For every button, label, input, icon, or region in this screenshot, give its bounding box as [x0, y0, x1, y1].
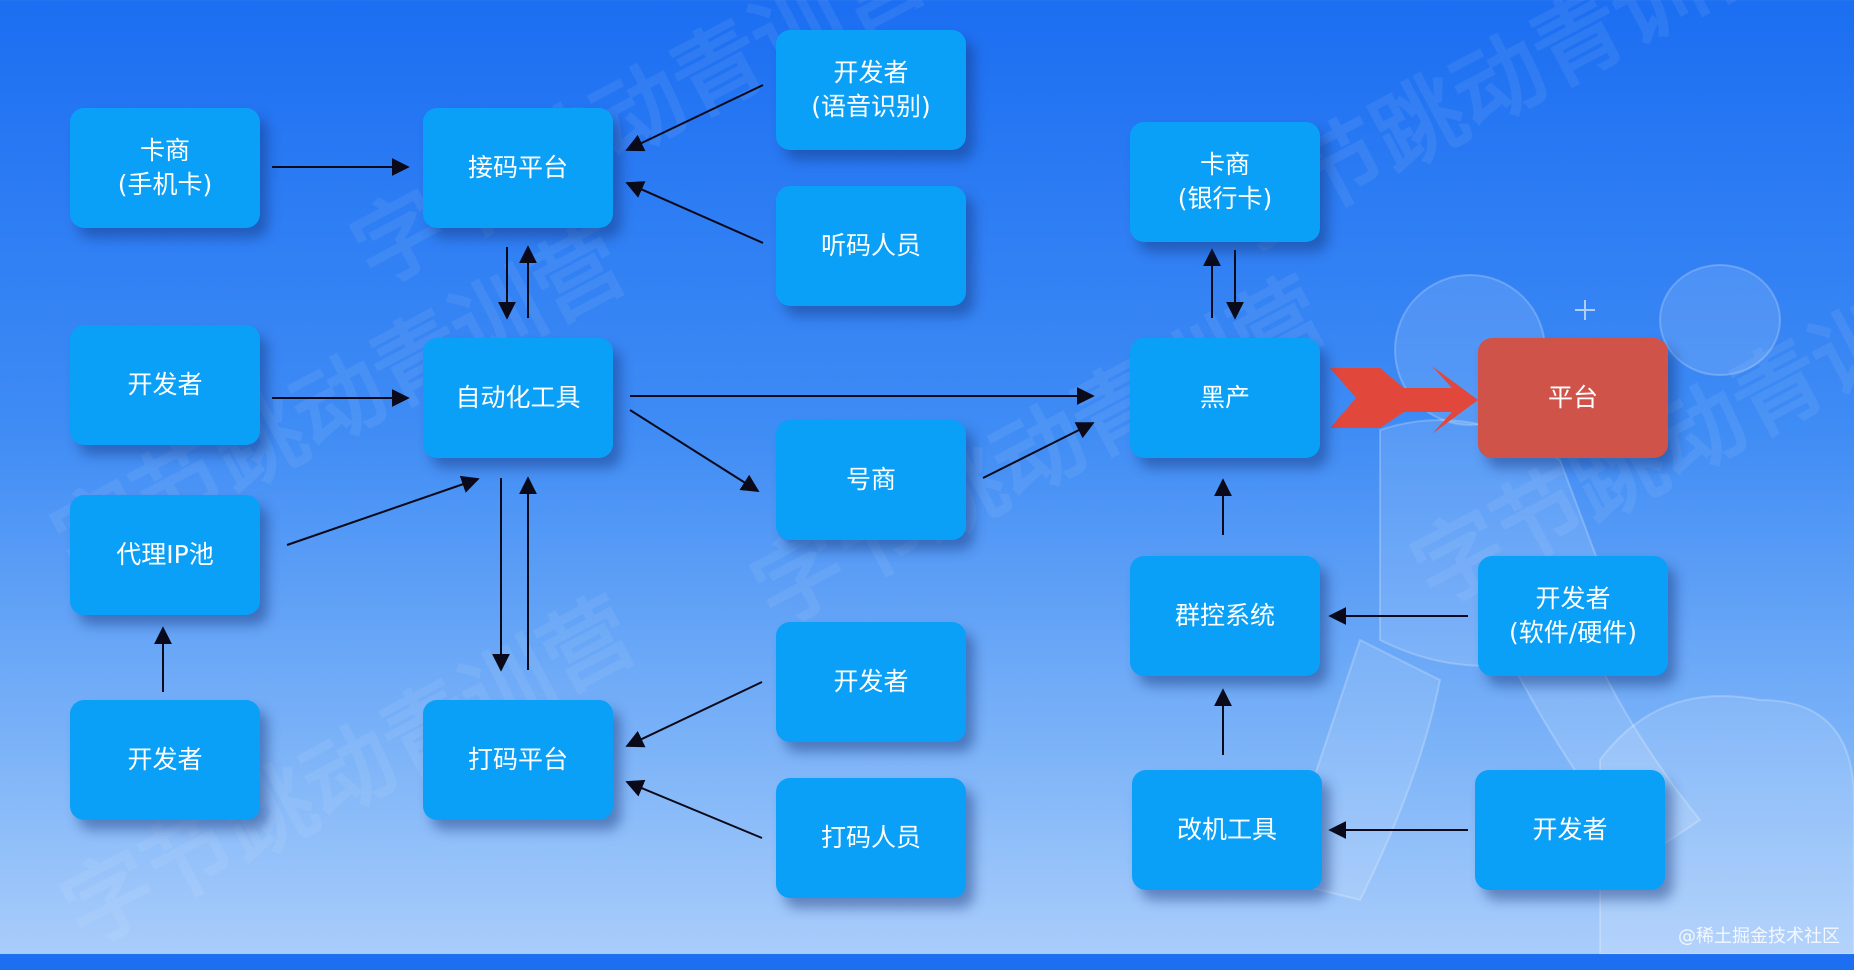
node-label: 开发者 [127, 370, 203, 399]
node-account-dealer: 号商 [776, 420, 966, 540]
node-platform: 平台 [1478, 338, 1668, 458]
arrow-listener-to-sms [625, 181, 764, 244]
node-label: 卡商 [139, 136, 190, 165]
node-card-dealer-sim: 卡商 (手机卡) [70, 108, 260, 228]
node-card-dealer-bank: 卡商 (银行卡) [1130, 122, 1320, 242]
red-attack-arrow [1330, 366, 1478, 434]
node-dev-software-hardware: 开发者 (软件/硬件) [1478, 556, 1668, 676]
node-code-listener: 听码人员 [776, 186, 966, 306]
node-label: 打码平台 [467, 745, 568, 774]
node-automation-tool: 自动化工具 [423, 338, 613, 458]
node-dev-captcha: 开发者 [776, 622, 966, 742]
arrow-auto-to-account [629, 409, 760, 492]
node-proxy-ip-pool: 代理IP池 [70, 495, 260, 615]
node-label: 群控系统 [1174, 601, 1275, 630]
node-dev-automation: 开发者 [70, 325, 260, 445]
node-captcha-platform: 打码平台 [423, 700, 613, 820]
node-label: 打码人员 [820, 823, 921, 852]
arrow-voice-to-sms [625, 84, 764, 152]
node-label: 改机工具 [1176, 815, 1277, 844]
node-dev-proxy: 开发者 [70, 700, 260, 820]
node-group-control: 群控系统 [1130, 556, 1320, 676]
node-captcha-worker: 打码人员 [776, 778, 966, 898]
node-dev-voice: 开发者 (语音识别) [776, 30, 966, 150]
node-dev-mod: 开发者 [1475, 770, 1665, 890]
node-sms-platform: 接码平台 [423, 108, 613, 228]
node-label: 开发者 [1532, 815, 1608, 844]
node-label: 平台 [1547, 383, 1598, 412]
node-label: 自动化工具 [455, 383, 581, 412]
arrow-account-to-black [982, 422, 1095, 479]
node-label: 开发者 [833, 58, 909, 87]
node-label: 开发者 [127, 745, 203, 774]
node-label: 号商 [845, 465, 896, 494]
arrow-devcap-to-captcha [625, 681, 763, 748]
node-device-mod-tool: 改机工具 [1132, 770, 1322, 890]
arrow-proxy-to-auto [286, 475, 480, 546]
node-sublabel: (软件/硬件) [1509, 618, 1637, 647]
node-sublabel: (手机卡) [117, 170, 213, 199]
node-label: 开发者 [1535, 584, 1611, 613]
source-credit: @稀土掘金技术社区 [1678, 926, 1840, 947]
arrow-worker-to-captcha [625, 779, 763, 839]
node-sublabel: (银行卡) [1177, 184, 1273, 213]
node-label: 开发者 [833, 667, 909, 696]
node-sublabel: (语音识别) [811, 92, 931, 121]
node-label: 接码平台 [467, 153, 568, 182]
node-label: 黑产 [1199, 383, 1250, 412]
node-label: 卡商 [1199, 150, 1250, 179]
node-label: 听码人员 [820, 231, 921, 260]
node-black-industry: 黑产 [1130, 338, 1320, 458]
node-label: 代理IP池 [116, 540, 214, 569]
